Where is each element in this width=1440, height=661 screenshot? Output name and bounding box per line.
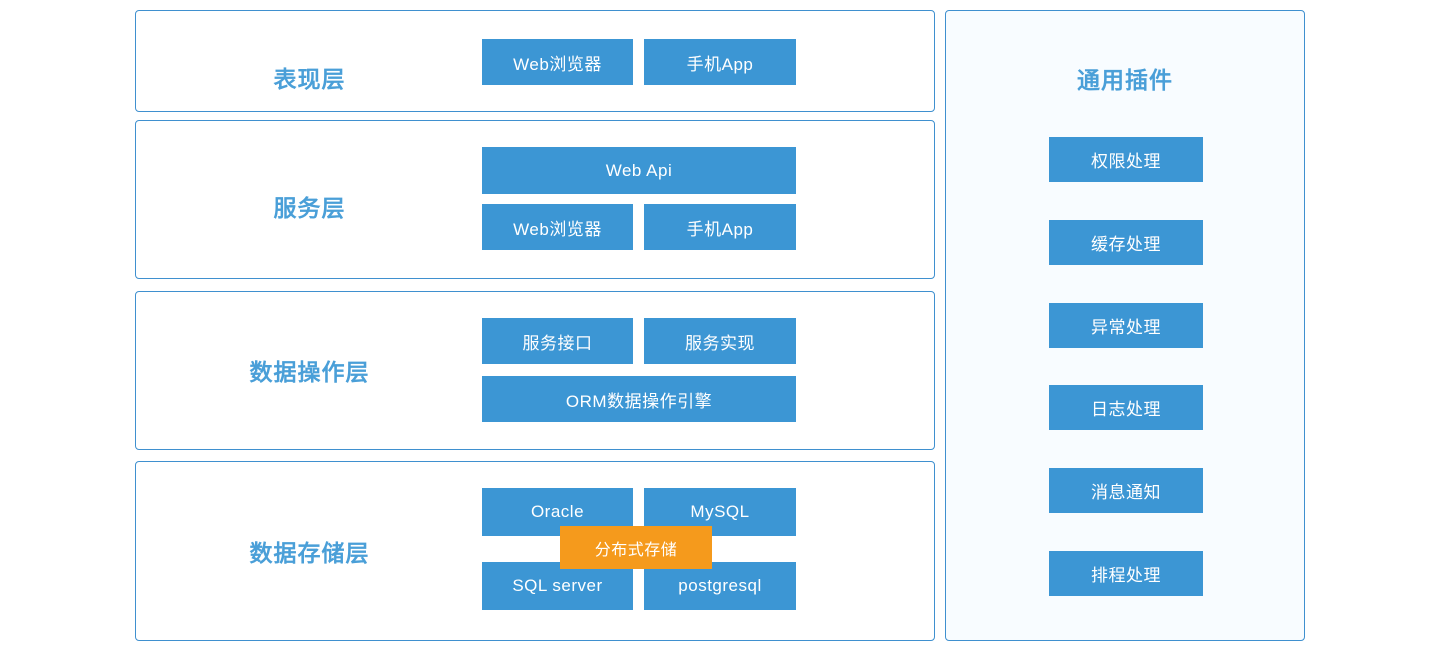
plugin-item-permission[interactable]: 权限处理	[1049, 137, 1203, 182]
box-oracle[interactable]: Oracle	[482, 488, 633, 536]
plugin-item-scheduling[interactable]: 排程处理	[1049, 551, 1203, 596]
box-web-browser-service[interactable]: Web浏览器	[482, 204, 633, 250]
plugin-panel: 通用插件 权限处理 缓存处理 异常处理 日志处理 消息通知 排程处理	[945, 10, 1305, 641]
layer-title-presentation: 表现层	[273, 66, 346, 92]
layer-panel-presentation: 表现层 Web浏览器 手机App	[135, 10, 935, 112]
box-service-interface[interactable]: 服务接口	[482, 318, 633, 364]
layer-title-service: 服务层	[273, 195, 346, 221]
plugin-item-message-notification[interactable]: 消息通知	[1049, 468, 1203, 513]
box-sql-server[interactable]: SQL server	[482, 562, 633, 610]
layer-title-data-storage: 数据存储层	[249, 540, 370, 566]
box-orm-engine[interactable]: ORM数据操作引擎	[482, 376, 796, 422]
layer-panel-data-operation: 数据操作层 服务接口 服务实现 ORM数据操作引擎	[135, 291, 935, 450]
layer-title-data-operation: 数据操作层	[249, 359, 370, 385]
layer-panel-data-storage: 数据存储层 Oracle MySQL SQL server postgresql…	[135, 461, 935, 641]
box-mobile-app-service[interactable]: 手机App	[644, 204, 796, 250]
box-web-api[interactable]: Web Api	[482, 147, 796, 194]
box-postgresql[interactable]: postgresql	[644, 562, 796, 610]
plugin-item-cache[interactable]: 缓存处理	[1049, 220, 1203, 265]
box-distributed-storage[interactable]: 分布式存储	[560, 526, 712, 569]
box-service-implementation[interactable]: 服务实现	[644, 318, 796, 364]
plugin-item-exception[interactable]: 异常处理	[1049, 303, 1203, 348]
box-web-browser-presentation[interactable]: Web浏览器	[482, 39, 633, 85]
plugin-panel-title: 通用插件	[1077, 67, 1173, 93]
plugin-item-logging[interactable]: 日志处理	[1049, 385, 1203, 430]
box-mobile-app-presentation[interactable]: 手机App	[644, 39, 796, 85]
layer-panel-service: 服务层 Web Api Web浏览器 手机App	[135, 120, 935, 279]
